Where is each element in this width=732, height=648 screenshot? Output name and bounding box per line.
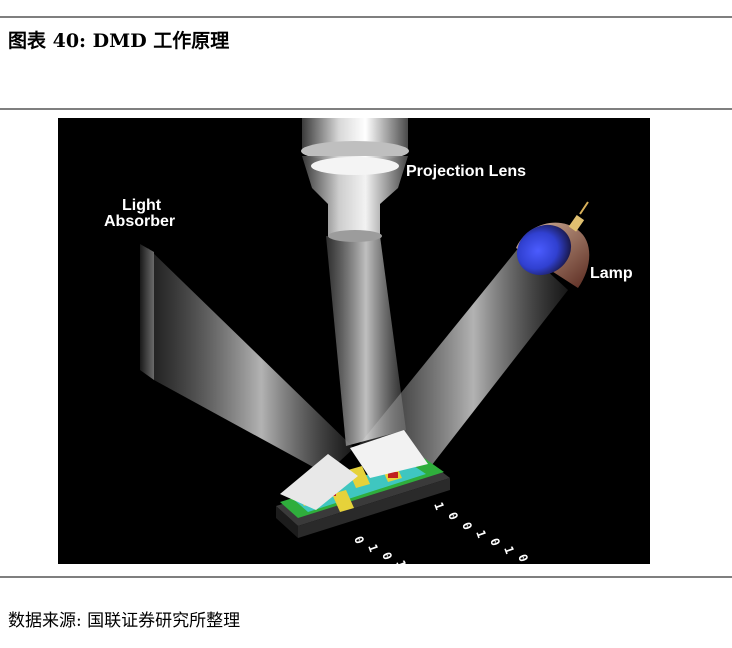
- mirror-off-state: [280, 454, 358, 510]
- binary-digit-5: 0: [487, 536, 503, 548]
- projection-lens: [301, 118, 409, 242]
- title-bottom-rule: [0, 108, 732, 110]
- figure-title: 图表 40: DMD 工作原理: [8, 30, 230, 52]
- lamp-beam: [358, 246, 568, 470]
- lamp: [516, 201, 590, 288]
- dmd-diagram: 1 0 0 1 0 1 0 0 1 0 1 Projection Lens Li…: [58, 118, 650, 564]
- binary-digit-8: 0: [351, 534, 367, 546]
- light-absorber-plate: [140, 244, 154, 380]
- label-light-absorber-line1: Light: [122, 197, 162, 214]
- source-note: 数据来源: 国联证券研究所整理: [8, 611, 241, 631]
- binary-digit-2: 0: [445, 510, 461, 522]
- figure-bottom-rule: [0, 576, 732, 578]
- binary-digit-1: 1: [431, 500, 447, 512]
- label-projection-lens: Projection Lens: [406, 163, 527, 180]
- binary-stream: 1 0 0 1 0 1 0 0 1 0 1: [351, 500, 531, 564]
- absorber-beam: [148, 248, 354, 474]
- binary-digit-11: 1: [393, 558, 409, 564]
- binary-digit-6: 1: [501, 544, 517, 556]
- binary-digit-9: 1: [365, 542, 381, 554]
- mirror-on-state: [350, 430, 428, 478]
- binary-digit-7: 0: [515, 552, 531, 564]
- binary-digit-3: 0: [459, 520, 475, 532]
- binary-digit-10: 0: [379, 550, 395, 562]
- label-lamp: Lamp: [590, 265, 633, 282]
- dmd-illustration: 1 0 0 1 0 1 0 0 1 0 1: [140, 118, 590, 564]
- projection-beam: [326, 236, 406, 446]
- binary-digit-4: 1: [473, 528, 489, 540]
- top-rule: [0, 16, 732, 18]
- label-light-absorber-line2: Absorber: [104, 213, 176, 230]
- dmd-chip: [276, 458, 450, 538]
